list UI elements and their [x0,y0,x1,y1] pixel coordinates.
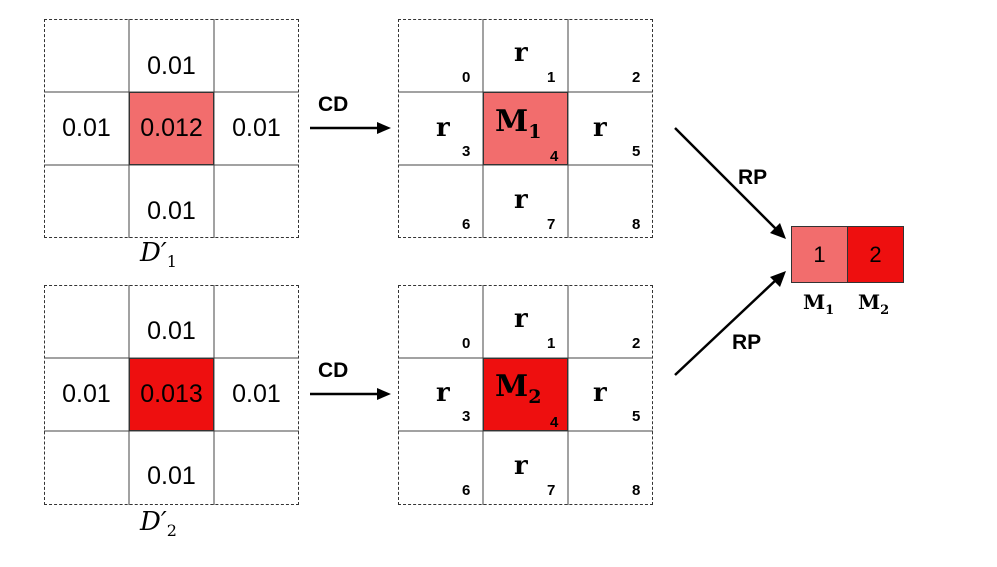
neighborhood-2-index-8: 8 [632,482,641,499]
grid-d1-top-value: 0.01 [147,52,196,80]
neighborhood-1-index-6: 6 [462,216,471,233]
neighborhood-1-r-bottom: r [514,185,528,215]
grid-d1-center-fill [129,92,214,165]
neighborhood-2-index-6: 6 [462,482,471,499]
grid-d2-left-value: 0.01 [62,380,111,408]
output-box-m1: 1 [791,226,848,283]
neighborhood-1-index-3: 3 [462,143,471,160]
neighborhood-2-index-4: 4 [550,414,559,431]
cd-arrow-top [310,122,391,134]
cd-arrow-bottom [310,388,391,400]
rp-label-bottom: RP [732,331,762,354]
neighborhood-2-index-2: 2 [632,335,641,352]
neighborhood-2-r-top: r [514,304,528,334]
neighborhood-2-center-label: M2 [495,369,542,408]
cd-label-top: CD [318,93,349,116]
neighborhood-1-index-1: 1 [547,69,556,86]
output-box-m2: 2 [847,226,904,283]
grid-d1 [44,19,299,238]
neighborhood-1-index-2: 2 [632,69,641,86]
neighborhood-1-center-label: M1 [495,104,542,143]
grid-d1-bottom-value: 0.01 [147,197,196,225]
neighborhood-2-index-3: 3 [462,408,471,425]
neighborhood-1-index-5: 5 [632,143,641,160]
neighborhood-2-index-7: 7 [547,482,556,499]
grid-d2-center-fill [129,358,214,431]
grid-d2-bottom-value: 0.01 [147,462,196,490]
neighborhood-1-r-left: r [436,113,450,143]
grid-d1-left-value: 0.01 [62,114,111,142]
neighborhood-1-index-7: 7 [547,216,556,233]
grid-d2-top-value: 0.01 [147,317,196,345]
grid-d2-center-value: 0.013 [140,380,203,408]
neighborhood-1-index-4: 4 [550,148,559,165]
rp-label-top: RP [738,166,768,189]
neighborhood-1-index-0: 0 [462,69,471,86]
neighborhood-1-r-top: r [514,38,528,68]
output-label-m2: M2 [858,290,890,318]
grid-d2 [44,285,299,505]
neighborhood-1-index-8: 8 [632,216,641,233]
neighborhood-1-r-right: r [593,113,607,143]
neighborhood-2-index-5: 5 [632,408,641,425]
rp-arrow-bottom [674,271,786,376]
grid-d2-label: D′2 [140,507,177,541]
neighborhood-2-r-left: r [436,378,450,408]
neighborhood-1 [398,19,653,238]
grid-d1-label: D′1 [140,238,177,272]
grid-d1-center-value: 0.012 [140,114,203,142]
output-label-m1: M1 [803,290,835,318]
neighborhood-2-center-fill [483,358,568,431]
cd-label-bottom: CD [318,359,349,382]
neighborhood-2 [398,285,653,505]
neighborhood-1-center-fill [483,92,568,165]
rp-arrow-top [674,127,786,239]
grid-d2-right-value: 0.01 [232,380,281,408]
neighborhood-2-r-right: r [593,378,607,408]
neighborhood-2-index-0: 0 [462,335,471,352]
neighborhood-2-r-bottom: r [514,451,528,481]
neighborhood-2-index-1: 1 [547,335,556,352]
grid-d1-right-value: 0.01 [232,114,281,142]
